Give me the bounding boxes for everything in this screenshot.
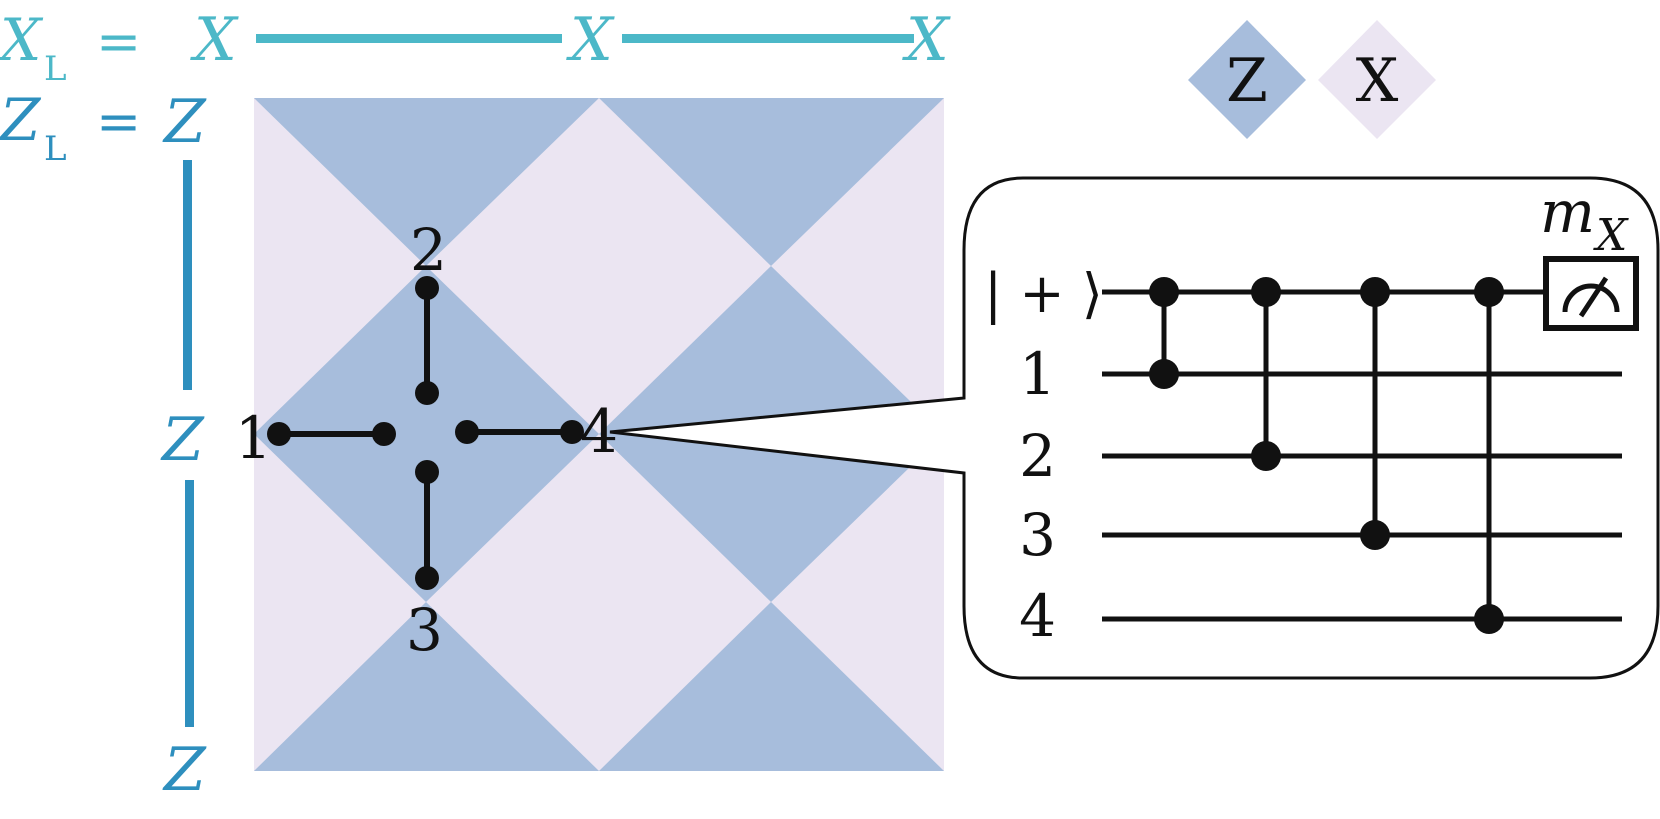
logical-z-symbol: Z (0, 86, 42, 154)
cz-control-dot (1251, 277, 1281, 307)
x-stabilizer-legend-swatch (1318, 20, 1436, 139)
qubit-dot (415, 566, 439, 590)
z-stabilizer-face (254, 98, 599, 266)
x-stabilizer-legend-label: X (1356, 46, 1399, 116)
stabilizer-legend: Z X (1188, 20, 1436, 139)
qubit-dot (415, 276, 439, 300)
logical-z-op-3: Z (162, 735, 207, 805)
wire-label-3: 3 (1019, 501, 1056, 569)
qubit-dot (560, 420, 584, 444)
wire-label-2: 2 (1019, 422, 1056, 490)
meter-needle-icon (1578, 276, 1609, 318)
logical-z-subscript: L (44, 129, 67, 169)
qubit-label-2: 2 (410, 216, 447, 284)
wire-label-1: 1 (1019, 340, 1056, 408)
cz-target-dot (1360, 520, 1390, 550)
z-stabilizer-face (254, 602, 599, 771)
qubit-dot (372, 422, 396, 446)
logical-z-link-2 (185, 480, 194, 727)
qubit-dot (267, 422, 291, 446)
logical-z-equals: = (96, 90, 141, 153)
measurement-label: m (1540, 178, 1595, 246)
cz-control-dot (1474, 277, 1504, 307)
qubit-label-1: 1 (235, 404, 272, 472)
ancilla-state-label: | + ⟩ (984, 262, 1103, 325)
logical-x-op-3: X (902, 5, 951, 75)
qubit-dot (455, 420, 479, 444)
cz-control-dot (1360, 277, 1390, 307)
cz-target-dot (1251, 441, 1281, 471)
plaquette-qubits (276, 285, 575, 581)
syndrome-circuit: | + ⟩ 1 2 3 4 m (984, 178, 1639, 650)
meter-icon (1562, 283, 1620, 313)
z-stabilizer-face (599, 602, 944, 771)
logical-x-link-1 (256, 34, 562, 43)
measurement-box (1543, 256, 1639, 331)
logical-x-link-2 (622, 34, 914, 43)
logical-x-op-1: X (190, 5, 239, 75)
logical-z-op-2: Z (160, 405, 205, 475)
cz-control-dot (1149, 277, 1179, 307)
wire-label-4: 4 (1019, 582, 1056, 650)
z-stabilizer-legend-label: Z (1226, 46, 1268, 116)
logical-z-link-1 (183, 160, 192, 390)
circuit-callout-frame (609, 176, 1660, 680)
logical-x-op-2: X (566, 5, 615, 75)
logical-z-op-1: Z (162, 87, 207, 157)
measurement-subscript: X (1593, 210, 1629, 261)
qubit-dot (415, 460, 439, 484)
z-stabilizer-face (599, 98, 944, 266)
logical-x-operator: X L = X X X (0, 5, 951, 89)
z-stabilizer-face (254, 266, 599, 602)
cz-target-dot (1149, 359, 1179, 389)
logical-x-subscript: L (44, 49, 67, 89)
logical-x-symbol: X (0, 6, 44, 74)
plaquette-dots (267, 276, 584, 590)
qubit-dot (415, 381, 439, 405)
z-stabilizer-legend-swatch (1188, 20, 1306, 139)
logical-x-equals: = (96, 10, 141, 73)
qubit-label-3: 3 (406, 596, 443, 664)
cz-target-dot (1474, 604, 1504, 634)
logical-z-operator: Z L = Z Z Z (0, 86, 207, 805)
